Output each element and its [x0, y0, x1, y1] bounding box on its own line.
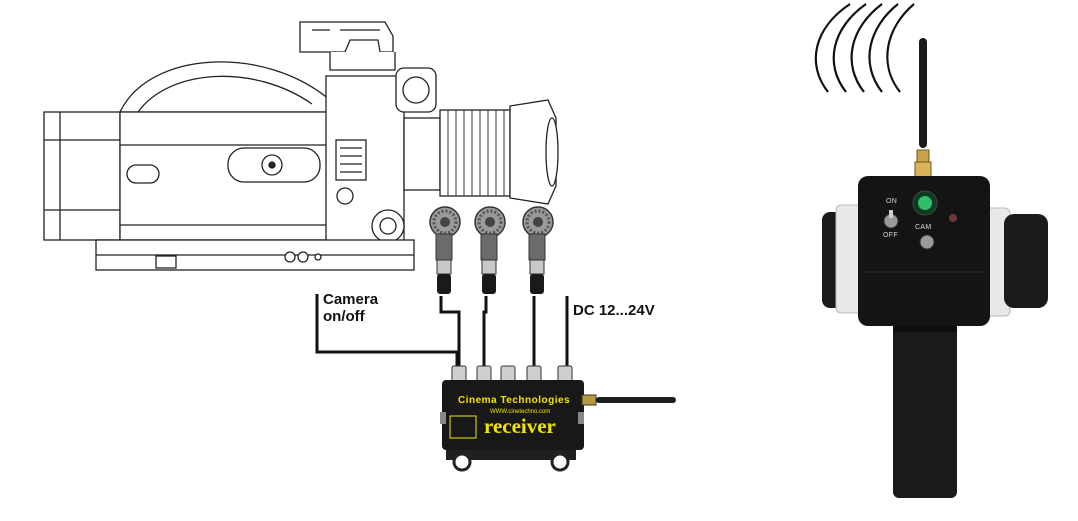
handset-off-label: OFF — [883, 232, 898, 239]
motor-cable-1 — [439, 296, 461, 368]
radio-waves-icon — [814, 3, 915, 93]
power-label: DC 12...24V — [573, 302, 655, 319]
wireless-handset-icon — [822, 38, 1048, 498]
lens-motor-icon — [429, 206, 461, 294]
lens-motor-icon — [522, 206, 554, 294]
lens-motors — [429, 206, 554, 294]
handset-on-label: ON — [886, 198, 898, 205]
receiver-url: WWW.cinetechno.com — [490, 409, 551, 415]
receiver-name: receiver — [484, 414, 556, 438]
receiver-box-icon — [440, 365, 676, 472]
camera-onoff-cable — [315, 294, 459, 368]
lens-motor-icon — [474, 206, 506, 294]
cables — [315, 294, 569, 368]
camera-onoff-label: Camera on/off — [323, 291, 378, 325]
camera-label-line1: Camera — [323, 291, 379, 308]
motor-cable-2 — [482, 296, 488, 368]
film-camera-icon — [43, 21, 559, 271]
camera-label-line2: on/off — [323, 308, 365, 325]
handset-cam-label: CAM — [915, 224, 932, 231]
receiver-brand: Cinema Technologies — [458, 395, 571, 406]
